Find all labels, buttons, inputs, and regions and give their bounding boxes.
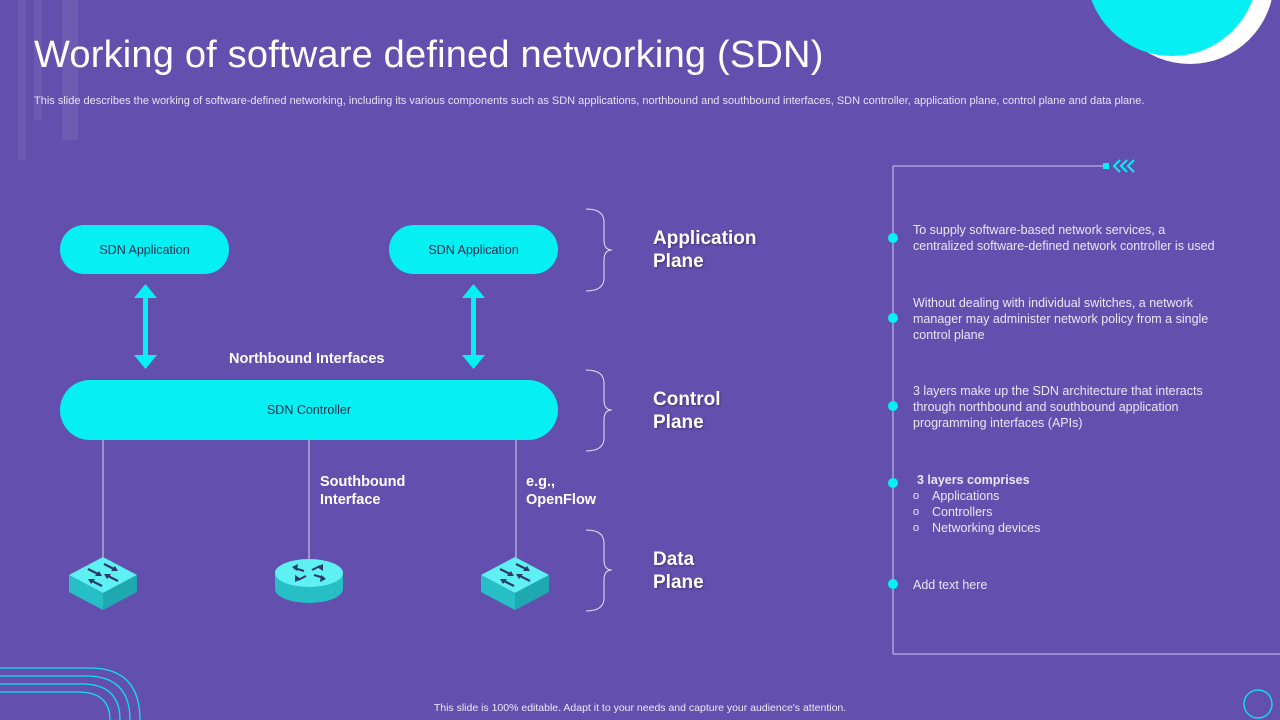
- openflow-label: e.g., OpenFlow: [526, 474, 597, 508]
- router-icon: [275, 559, 343, 603]
- layers-heading: 3 layers comprises: [917, 473, 1030, 487]
- point-1: To supply software-based network service…: [913, 223, 1215, 253]
- left-arrow-head-up: [134, 284, 157, 298]
- frame-square-marker: [1103, 163, 1109, 169]
- footer-note: This slide is 100% editable. Adapt it to…: [433, 702, 847, 714]
- point-5: Add text here: [913, 578, 988, 592]
- northbound-label: Northbound Interfaces: [229, 351, 385, 367]
- sdn-application-left: SDN Application: [60, 225, 229, 274]
- left-arrow-shaft: [143, 292, 148, 360]
- data-plane-brace: [585, 529, 613, 612]
- application-plane-label: Application Plane: [653, 228, 757, 272]
- control-plane-brace: [585, 369, 613, 452]
- sdn-application-right: SDN Application: [389, 225, 558, 274]
- right-arrow-head-down: [462, 355, 485, 369]
- data-plane-label: Data Plane: [653, 549, 704, 593]
- page-title: Working of software defined networking (…: [34, 34, 824, 76]
- right-arrow-head-up: [462, 284, 485, 298]
- southbound-label: Southbound Interface: [320, 474, 406, 508]
- timeline-dot: [888, 313, 898, 323]
- timeline-dot: [888, 233, 898, 243]
- sdn-controller: SDN Controller: [60, 380, 558, 440]
- application-plane-brace: [585, 208, 613, 292]
- switch-icon: [481, 557, 549, 610]
- chevrons-left-icon: [1112, 159, 1135, 173]
- timeline-dot: [888, 478, 898, 488]
- control-plane-label: Control Plane: [653, 389, 721, 433]
- right-arrow-shaft: [471, 292, 476, 360]
- page-subtitle: This slide describes the working of soft…: [34, 95, 1145, 107]
- point-2: Without dealing with individual switches…: [913, 296, 1209, 342]
- point-3: 3 layers make up the SDN architecture th…: [913, 384, 1203, 430]
- timeline-dot: [888, 579, 898, 589]
- switch-icon: [69, 557, 137, 610]
- timeline-dot: [888, 401, 898, 411]
- left-arrow-head-down: [134, 355, 157, 369]
